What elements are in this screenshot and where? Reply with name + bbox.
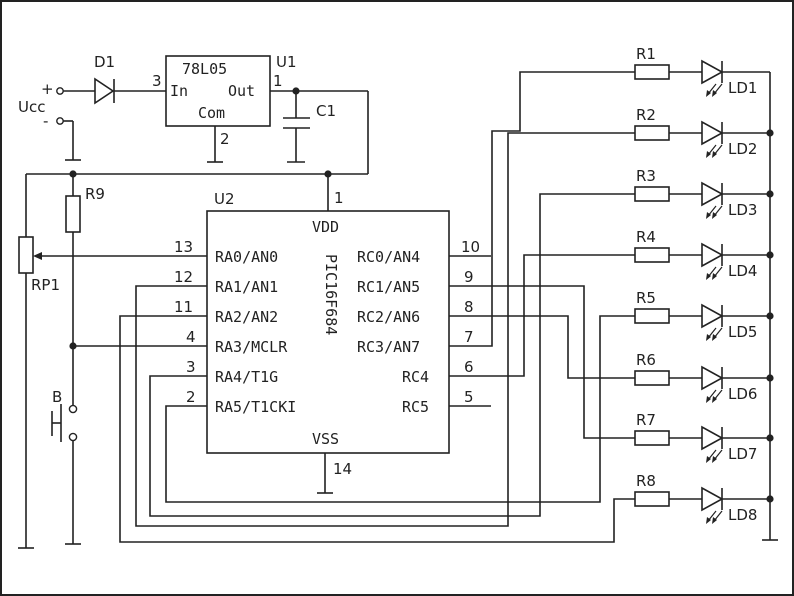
mcu-u2: U2 VDD 1 VSS 14 PIC16F684 RA0/AN0 RA1/AN… — [174, 189, 480, 494]
u2-vss-pin: 14 — [333, 460, 352, 478]
u1-pin-out: Out — [228, 82, 255, 100]
u1-pin3: 3 — [152, 72, 162, 90]
power-input: + - Ucc — [18, 80, 95, 161]
svg-text:R4: R4 — [636, 228, 656, 246]
pin-num-12: 12 — [174, 268, 193, 286]
svg-text:R7: R7 — [636, 411, 656, 429]
led-ld3: LD3 — [701, 181, 770, 219]
svg-text:LD8: LD8 — [728, 506, 757, 524]
svg-text:LD1: LD1 — [728, 79, 757, 97]
u2-part: PIC16F684 — [322, 254, 340, 335]
svg-text:LD3: LD3 — [728, 201, 757, 219]
pin-ra3: RA3/MCLR — [215, 338, 288, 356]
pin-num-4: 4 — [186, 328, 196, 346]
pin-num-3: 3 — [186, 358, 196, 376]
svg-text:LD5: LD5 — [728, 323, 757, 341]
led-ld7: LD7 — [701, 425, 770, 463]
pin-num-5: 5 — [464, 388, 474, 406]
led-ground-bus — [762, 72, 778, 541]
pin-ra4: RA4/T1G — [215, 368, 278, 386]
pin-num-9: 9 — [464, 268, 474, 286]
resistor-r1: R1 — [634, 45, 702, 80]
u2-vss: VSS — [312, 430, 339, 448]
u2-vdd-pin: 1 — [334, 189, 344, 207]
button-label: B — [52, 388, 62, 406]
pin-rc5: RC5 — [402, 398, 429, 416]
rp1-label: RP1 — [31, 276, 60, 294]
resistor-r9: R9 — [65, 174, 105, 405]
supply-label: Ucc — [18, 98, 45, 116]
svg-text:LD4: LD4 — [728, 262, 757, 280]
pin-num-2: 2 — [186, 388, 196, 406]
u1-pin-com: Com — [198, 104, 225, 122]
pin-rc1: RC1/AN5 — [357, 278, 420, 296]
resistor-r3: R3 — [634, 167, 702, 202]
led-ld6: LD6 — [701, 365, 770, 403]
pin-num-8: 8 — [464, 298, 474, 316]
resistor-r5: R5 — [634, 289, 702, 324]
svg-text:R5: R5 — [636, 289, 656, 307]
pin-num-6: 6 — [464, 358, 474, 376]
pin-num-10: 10 — [461, 238, 480, 256]
pin-num-13: 13 — [174, 238, 193, 256]
pin-ra5: RA5/T1CKI — [215, 398, 296, 416]
u1-part: 78L05 — [182, 60, 227, 78]
regulator-u1: 78L05 In Out Com U1 3 1 2 — [152, 53, 369, 174]
svg-text:R8: R8 — [636, 472, 656, 490]
pin-rc4: RC4 — [402, 368, 429, 386]
pin-num-11: 11 — [174, 298, 193, 316]
vdd-rail — [26, 170, 368, 211]
terminal-plus — [56, 87, 64, 95]
u1-pin2: 2 — [220, 130, 230, 148]
led-bank: LD1 LD2 LD3 LD4 LD5 — [701, 59, 770, 524]
resistor-r6: R6 — [634, 351, 702, 386]
u1-ref: U1 — [276, 53, 297, 71]
pin-rc3: RC3/AN7 — [357, 338, 420, 356]
left-wiring — [33, 132, 635, 543]
plus-sign: + — [41, 80, 54, 98]
terminal-minus — [56, 117, 64, 125]
u1-pin1: 1 — [273, 72, 283, 90]
svg-text:LD6: LD6 — [728, 385, 757, 403]
capacitor-c1: C1 — [283, 87, 336, 163]
svg-text:R1: R1 — [636, 45, 656, 63]
pin-ra1: RA1/AN1 — [215, 278, 278, 296]
diode-d1: D1 — [94, 53, 166, 105]
u2-vdd: VDD — [312, 218, 339, 236]
pin-rc2: RC2/AN6 — [357, 308, 420, 326]
pin-rc0: RC0/AN4 — [357, 248, 420, 266]
resistor-r4: R4 — [634, 228, 702, 263]
led-ld8: LD8 — [701, 486, 770, 524]
resistor-r2: R2 — [634, 106, 702, 141]
svg-text:R6: R6 — [636, 351, 656, 369]
resistor-r7: R7 — [634, 411, 702, 446]
svg-text:LD7: LD7 — [728, 445, 757, 463]
potentiometer-rp1: RP1 — [18, 174, 60, 548]
minus-sign: - — [43, 112, 48, 130]
right-wiring — [449, 71, 635, 439]
resistor-r8: R8 — [634, 472, 702, 507]
pin-ra0: RA0/AN0 — [215, 248, 278, 266]
led-ld2: LD2 — [701, 120, 770, 158]
r9-label: R9 — [85, 185, 105, 203]
pushbutton-b: B — [51, 388, 81, 545]
u1-pin-in: In — [170, 82, 188, 100]
pin-ra2: RA2/AN2 — [215, 308, 278, 326]
pin-num-7: 7 — [464, 328, 474, 346]
resistor-bank: R1 R2 R3 R4 R5 R6 R7 R8 — [634, 45, 702, 507]
d1-label: D1 — [94, 53, 115, 71]
led-ld5: LD5 — [701, 303, 770, 341]
svg-text:R3: R3 — [636, 167, 656, 185]
u2-ref: U2 — [214, 190, 235, 208]
svg-text:LD2: LD2 — [728, 140, 757, 158]
c1-label: C1 — [316, 102, 336, 120]
led-ld1: LD1 — [701, 59, 770, 97]
led-ld4: LD4 — [701, 242, 770, 280]
svg-text:R2: R2 — [636, 106, 656, 124]
